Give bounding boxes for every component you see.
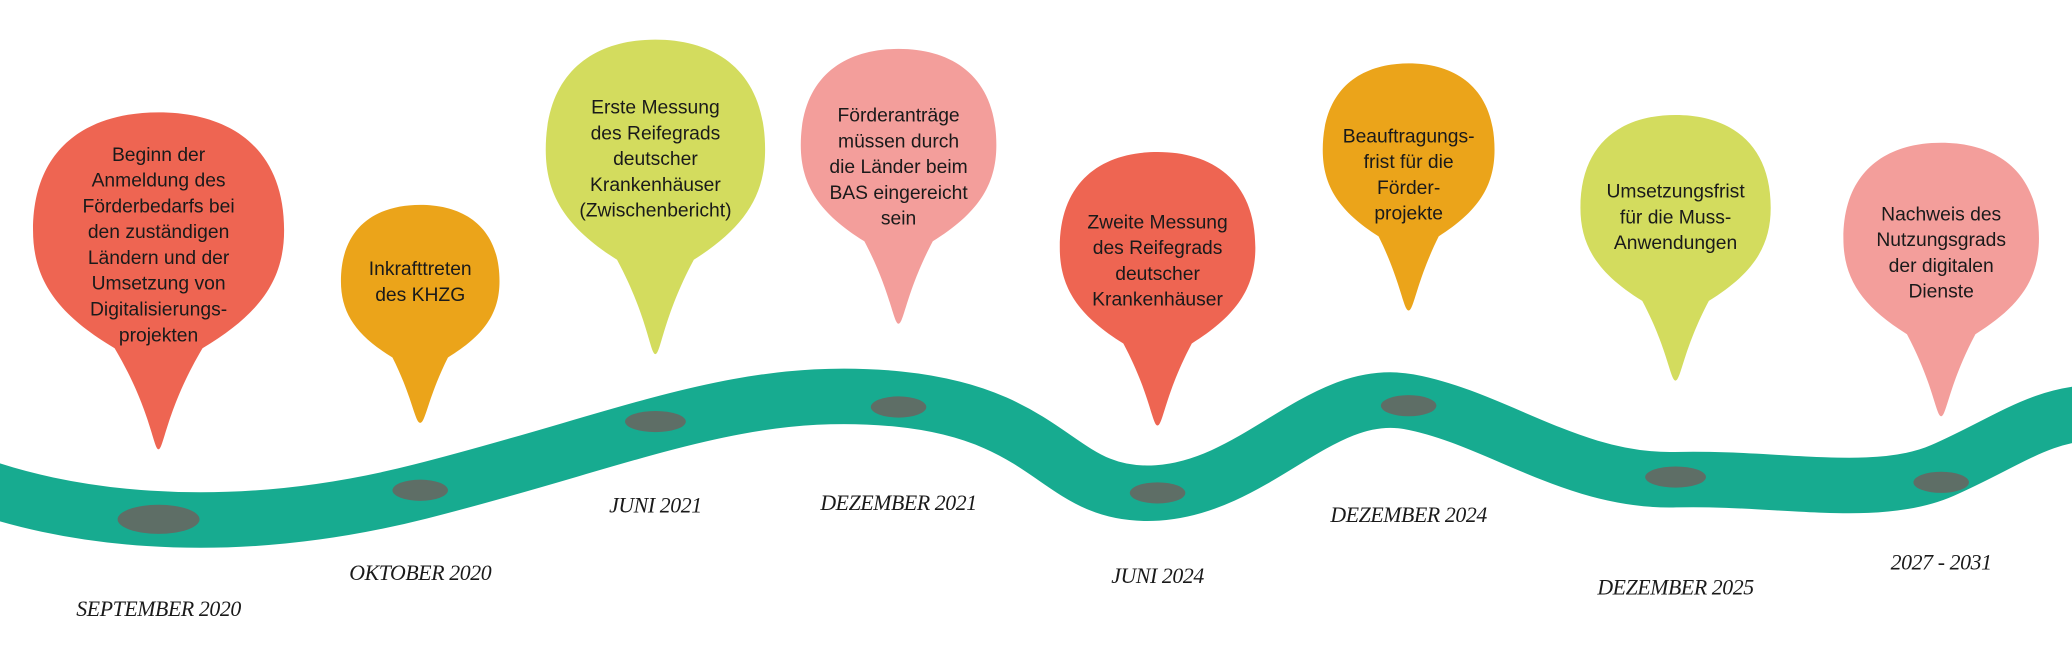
pin-shape: [1843, 142, 2039, 417]
milestone-text-line: Inkrafttreten: [369, 259, 472, 280]
pin-shape: [33, 112, 285, 450]
milestone-text-line: Förderanträge: [837, 106, 959, 127]
milestone-text-line: Krankenhäuser: [1092, 290, 1223, 311]
milestone-text-line: des Reifegrads: [1093, 238, 1223, 259]
milestone-text-line: Digitalisierungs-: [90, 299, 227, 320]
timeline-marker: [117, 504, 200, 534]
milestone-pin: Inkrafttreten des KHZG: [340, 204, 500, 423]
milestone-text-line: Nachweis des: [1881, 204, 2001, 225]
timeline-marker: [392, 479, 448, 501]
pin-shape: [1059, 151, 1256, 426]
milestone-text-line: Förder-: [1377, 178, 1440, 199]
milestone-text-line: sein: [881, 209, 916, 230]
timeline-marker: [625, 410, 686, 433]
milestone-text-line: der digitalen: [1889, 256, 1994, 277]
milestone-date: OKTOBER 2020: [349, 561, 491, 585]
milestone-pin: Förderanträge müssen durch die Länder beim…: [800, 48, 997, 324]
pin-shape: [545, 39, 766, 355]
milestone-text-line: Nutzungsgrads: [1876, 230, 2006, 251]
timeline-marker: [870, 396, 927, 418]
milestone-text-line: müssen durch: [838, 131, 959, 152]
milestone-text-line: Krankenhäuser: [590, 175, 721, 196]
milestone-text-line: Umsetzungsfrist: [1606, 182, 1745, 203]
milestone-pin: Beauftragungs-frist für dieFörder-projek…: [1322, 63, 1495, 311]
milestone-text-line: Beauftragungs-: [1343, 126, 1475, 147]
pin-shape: [1580, 114, 1771, 381]
timeline-marker: [1129, 482, 1186, 504]
milestone-text-line: Zweite Messung: [1087, 212, 1227, 233]
timeline-marker: [1645, 466, 1706, 488]
milestone-text-line: Beginn der: [112, 145, 206, 166]
milestone-pin: Erste Messung des Reifegrads deutscherKran…: [545, 39, 766, 355]
pin-shape: [340, 204, 500, 423]
pin-shape: [1322, 63, 1495, 311]
milestone-text-line: des Reifegrads: [591, 123, 721, 144]
milestone-text-line: Erste Messung: [591, 98, 720, 119]
milestone-text-line: Ländern und der: [88, 248, 230, 269]
milestone-pin: Zweite Messung des Reifegrads deutscherKra…: [1059, 151, 1256, 426]
milestone-date: SEPTEMBER 2020: [76, 597, 241, 621]
milestone-date: DEZEMBER 2025: [1596, 576, 1754, 600]
milestone-text-line: deutscher: [613, 149, 698, 170]
milestone-text-line: Anwendungen: [1614, 233, 1737, 254]
milestone-text-line: Umsetzung von: [92, 274, 226, 295]
milestone-text-line: Dienste: [1908, 282, 1973, 303]
milestone-text-line: projekten: [119, 325, 198, 346]
timeline-marker: [1380, 395, 1437, 417]
milestone-text-line: deutscher: [1115, 264, 1200, 285]
milestone-date: 2027 - 2031: [1891, 551, 1992, 575]
timeline-ribbon: [0, 368, 2072, 548]
milestone-text-line: projekte: [1374, 204, 1443, 225]
milestone-text-line: die Länder beim: [829, 157, 967, 178]
milestone-date: JUNI 2024: [1111, 564, 1204, 588]
timeline-marker: [1913, 471, 1969, 493]
milestone-date: DEZEMBER 2024: [1329, 503, 1487, 527]
milestone-text-line: den zuständigen: [88, 222, 230, 243]
milestone-date: DEZEMBER 2021: [819, 491, 976, 515]
milestone-text-line: frist für die: [1364, 152, 1454, 173]
milestone-text-line: des KHZG: [375, 285, 465, 306]
milestone-pin: Umsetzungsfrist für die Muss- Anwendungen: [1580, 114, 1771, 381]
milestone-text-line: BAS eingereicht: [829, 183, 968, 204]
pin-shape: [800, 48, 997, 324]
milestone-text-line: (Zwischenbericht): [579, 201, 731, 222]
milestone-text-line: für die Muss-: [1620, 207, 1731, 228]
milestone-date: JUNI 2021: [609, 494, 702, 518]
milestone-text-line: Anmeldung des: [92, 171, 226, 192]
milestone-text-line: Förderbedarfs bei: [82, 196, 234, 217]
